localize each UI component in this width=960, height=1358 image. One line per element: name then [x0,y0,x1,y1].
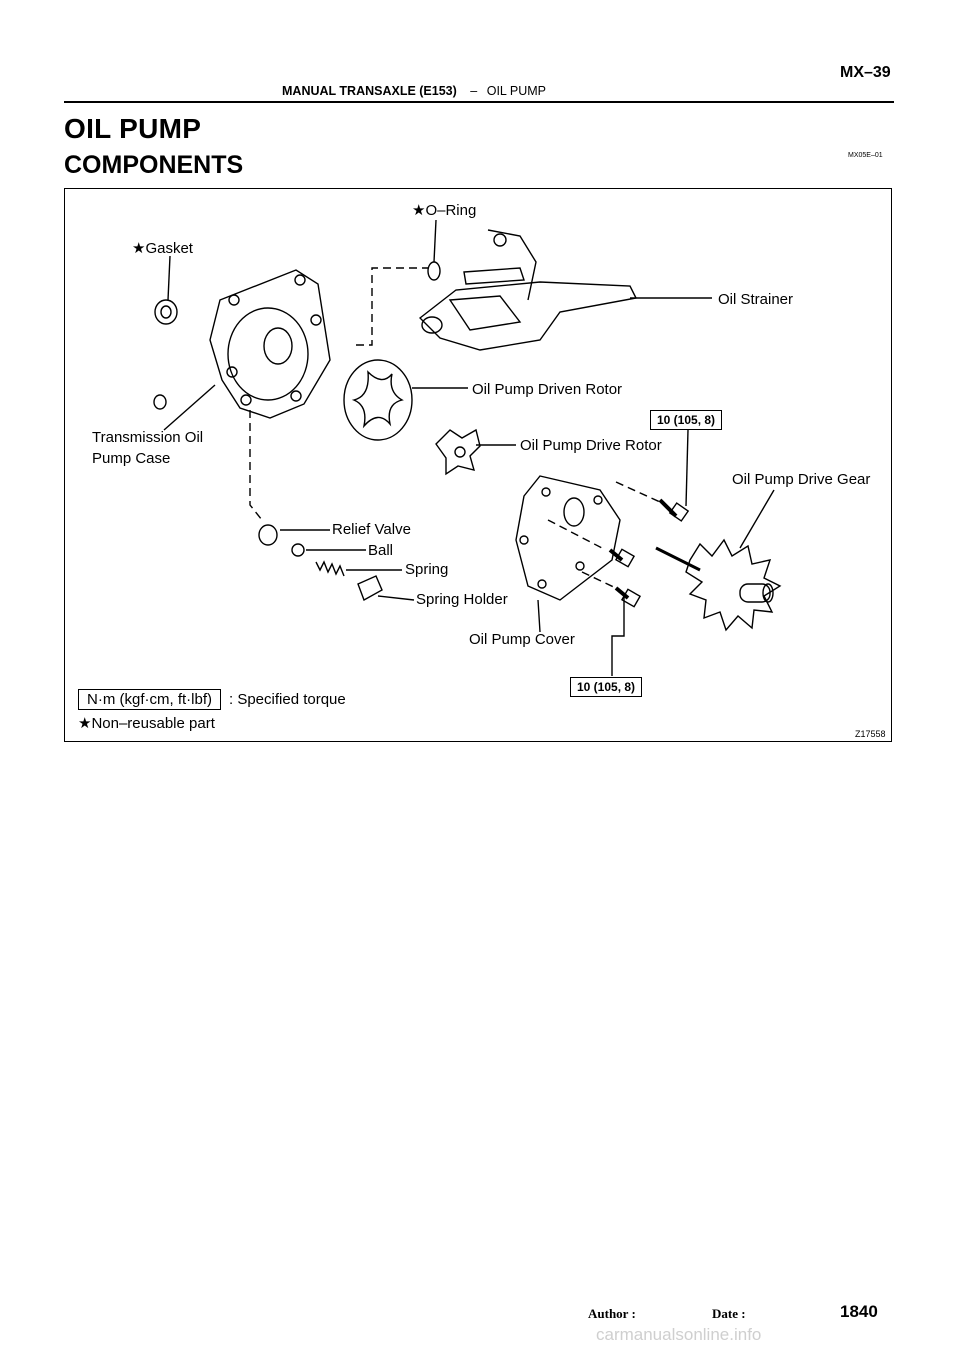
label-spring-holder: Spring Holder [416,591,508,608]
document-code: MX05E–01 [848,152,883,159]
dash-line-bolt-1 [547,519,603,549]
label-o-ring: ★O–Ring [412,202,477,219]
label-case-line2: Pump Case [92,450,171,467]
label-driven-rotor: Oil Pump Driven Rotor [472,381,623,398]
page-number: 1840 [840,1302,878,1321]
dash-line-bolt-2 [581,571,621,591]
header-separator: – [470,84,478,98]
legend-unit-box: N·m (kgf·cm, ft·lbf) [78,689,221,710]
gasket-shape [154,299,178,325]
pump-cover-shape [515,475,621,601]
figure-id: Z17558 [855,729,886,739]
dash-line-bolt-3 [615,481,661,503]
label-gasket: ★Gasket [132,240,193,257]
footer-date: Date : [712,1306,746,1321]
leader-case [163,384,216,431]
torque-spec-top: 10 (105, 8) [650,410,723,430]
leader-gasket [167,255,171,301]
leader-torque-bottom [611,596,625,676]
leader-drive-gear [739,489,775,549]
leader-torque-top [685,429,689,507]
header-rule [64,101,894,103]
page-title: OIL PUMP [64,113,202,144]
relief-valve-set-shapes [258,524,383,602]
leader-cover [537,599,541,633]
label-case-line1: Transmission Oil [92,429,204,446]
label-spring: Spring [405,561,449,578]
torque-spec-bottom: 10 (105, 8) [570,677,643,697]
watermark: carmanualsonline.info [596,1325,762,1344]
dash-line-o-ring [356,267,428,346]
drive-rotor-shape [435,428,481,476]
label-cover: Oil Pump Cover [469,631,575,648]
diagram-frame [64,188,892,742]
bolt-shapes [608,498,690,608]
header-section: MANUAL TRANSAXLE (E153) [282,84,457,98]
driven-rotor-shape [343,359,413,441]
pump-case-shape [209,269,331,419]
page-code: MX–39 [840,64,891,81]
dowel-shape [153,394,167,410]
o-ring-shape [427,261,441,281]
section-title: COMPONENTS [64,151,244,179]
label-drive-rotor: Oil Pump Drive Rotor [520,437,662,454]
label-oil-strainer: Oil Strainer [718,291,794,308]
label-drive-gear: Oil Pump Drive Gear [732,471,871,488]
label-relief-valve: Relief Valve [332,521,411,538]
leader-o-ring [433,219,437,263]
label-ball: Ball [368,542,394,559]
oil-strainer-shape [418,229,638,351]
drive-gear-shape [655,538,782,632]
dash-line-relief [249,410,263,521]
running-header: MANUAL TRANSAXLE (E153) – OIL PUMP [282,84,546,98]
footer-author: Author : [588,1306,636,1321]
legend-unit-description: : Specified torque [229,691,346,708]
leader-spring-holder [377,595,415,601]
legend-non-reusable: ★Non–reusable part [78,715,215,732]
header-subsection: OIL PUMP [486,84,546,98]
